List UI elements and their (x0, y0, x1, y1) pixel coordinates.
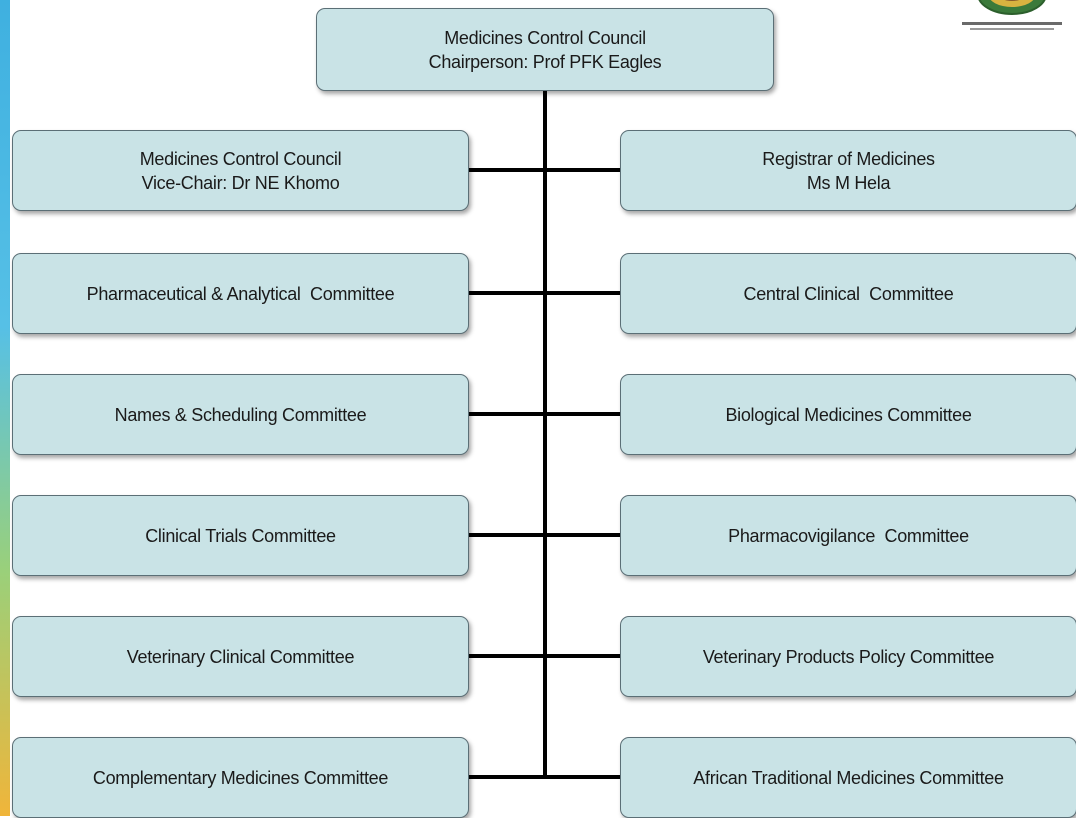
department-of-health-crest-icon (962, 0, 1062, 30)
node-title: Names & Scheduling Committee (114, 404, 367, 425)
node-title: Registrar of Medicines (762, 148, 935, 169)
veterinary-clinical-committee-node: Veterinary Clinical Committee (12, 616, 469, 697)
node-subtitle: Chairperson: Prof PFK Eagles (428, 51, 662, 72)
node-title: Complementary Medicines Committee (92, 767, 389, 788)
names-scheduling-committee-node: Names & Scheduling Committee (12, 374, 469, 455)
node-title: Pharmaceutical & Analytical Committee (86, 283, 395, 304)
vice-chair-node: Medicines Control Council Vice-Chair: Dr… (12, 130, 469, 211)
node-title: Medicines Control Council (444, 27, 646, 48)
node-title: African Traditional Medicines Committee (693, 767, 1004, 788)
node-title: Pharmacovigilance Committee (728, 525, 969, 546)
node-subtitle: Ms M Hela (806, 172, 891, 193)
biological-medicines-committee-node: Biological Medicines Committee (620, 374, 1076, 455)
node-title: Veterinary Products Policy Committee (702, 646, 995, 667)
node-title: Clinical Trials Committee (145, 525, 336, 546)
pharmaceutical-analytical-committee-node: Pharmaceutical & Analytical Committee (12, 253, 469, 334)
chairperson-node: Medicines Control Council Chairperson: P… (316, 8, 774, 91)
veterinary-products-policy-committee-node: Veterinary Products Policy Committee (620, 616, 1076, 697)
registrar-node: Registrar of Medicines Ms M Hela (620, 130, 1076, 211)
african-traditional-medicines-committee-node: African Traditional Medicines Committee (620, 737, 1076, 818)
central-clinical-committee-node: Central Clinical Committee (620, 253, 1076, 334)
complementary-medicines-committee-node: Complementary Medicines Committee (12, 737, 469, 818)
node-title: Medicines Control Council (139, 148, 342, 169)
clinical-trials-committee-node: Clinical Trials Committee (12, 495, 469, 576)
pharmacovigilance-committee-node: Pharmacovigilance Committee (620, 495, 1076, 576)
node-title: Biological Medicines Committee (725, 404, 972, 425)
node-title: Central Clinical Committee (743, 283, 954, 304)
slide-edge-stripe (0, 0, 10, 816)
node-title: Veterinary Clinical Committee (126, 646, 355, 667)
node-subtitle: Vice-Chair: Dr NE Khomo (141, 172, 340, 193)
